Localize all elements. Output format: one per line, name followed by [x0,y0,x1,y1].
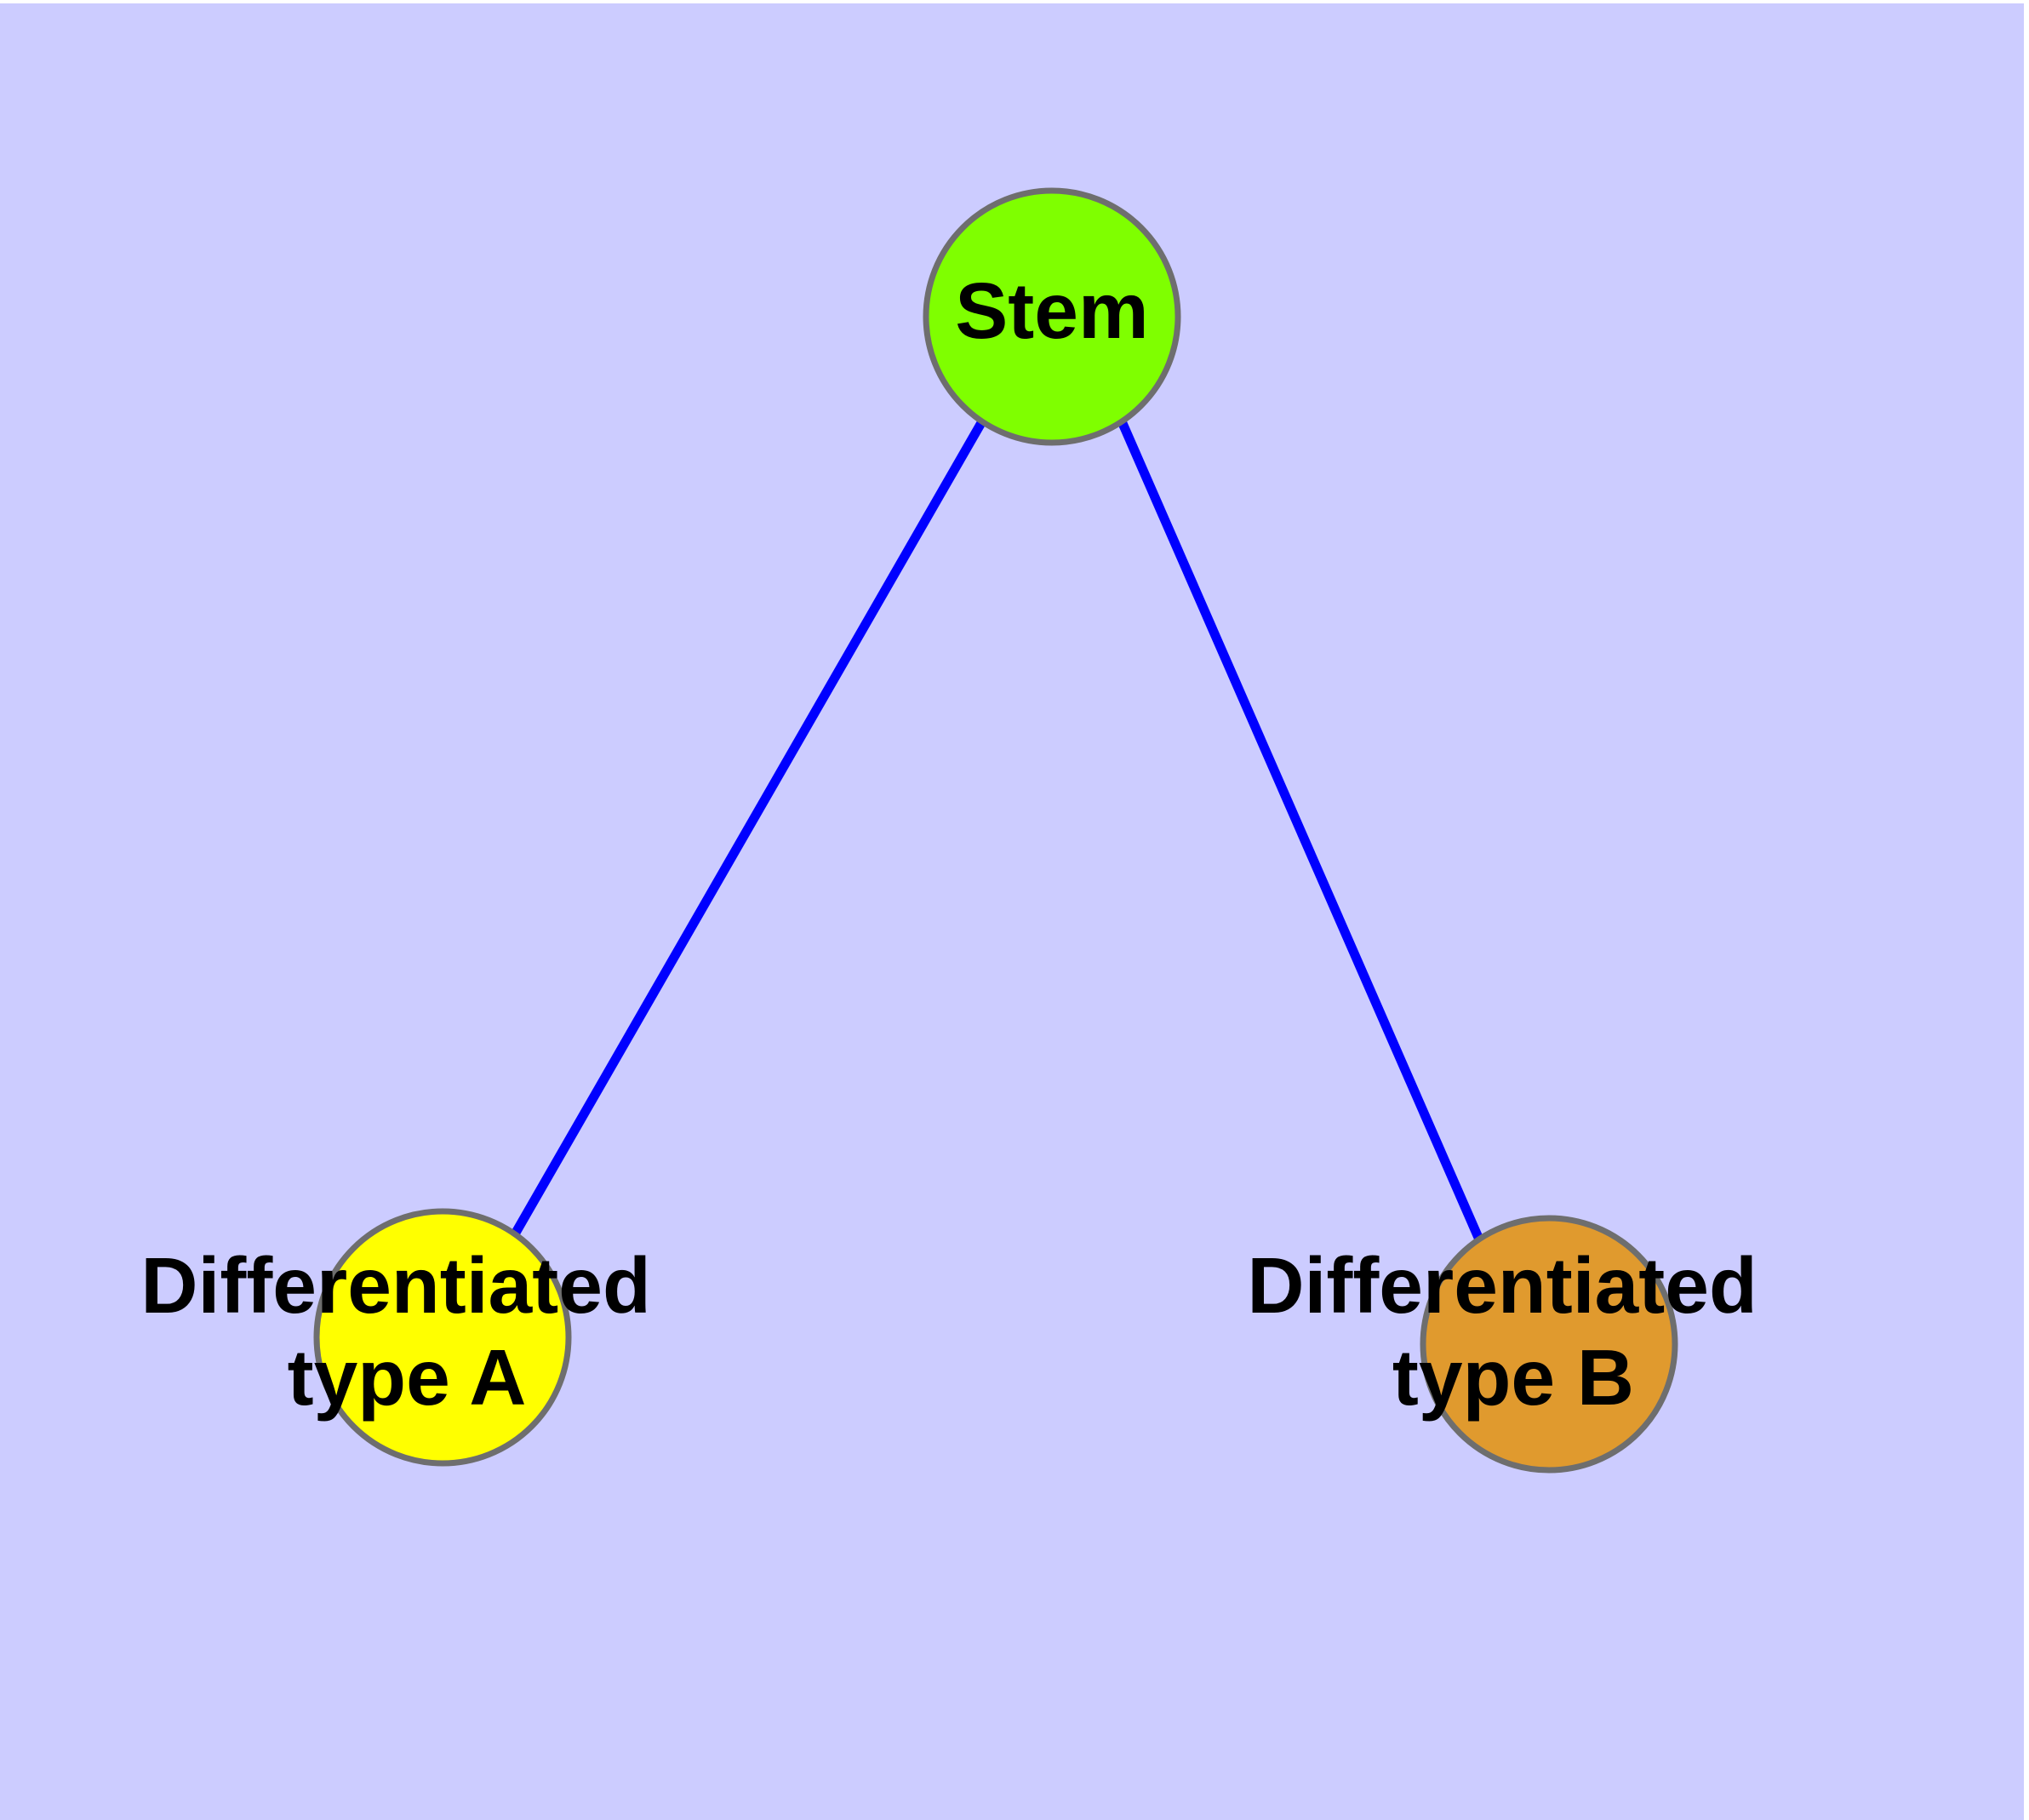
node-layer: Stem Differentiated type A Differentiate… [140,187,1779,1474]
edge-stem-to-diff-b[interactable] [1117,419,1484,1242]
node-differentiated-type-a-label-line-2: type A [288,1333,527,1422]
node-differentiated-type-b-label: Differentiated type B [1247,1241,1779,1422]
cell-differentiation-graph: Stem Differentiated type A Differentiate… [140,187,1779,1474]
node-differentiated-type-b-label-line-2: type B [1392,1333,1634,1422]
node-differentiated-type-a[interactable]: Differentiated type A [140,1208,672,1467]
node-differentiated-type-b[interactable]: Differentiated type B [1247,1215,1779,1474]
node-stem-label: Stem [955,266,1148,355]
node-differentiated-type-a-circle[interactable] [313,1208,572,1467]
node-stem-label-line-1: Stem [955,266,1148,355]
edge-layer [512,419,1484,1242]
node-differentiated-type-b-circle[interactable] [1420,1215,1678,1474]
node-differentiated-type-a-label: Differentiated type A [140,1241,672,1422]
diagram-plot-area: Stem Differentiated type A Differentiate… [0,3,2024,1820]
node-stem-circle[interactable] [923,187,1181,446]
node-stem[interactable]: Stem [923,187,1181,446]
node-differentiated-type-b-label-line-1: Differentiated [1247,1241,1757,1330]
node-differentiated-type-a-label-line-1: Differentiated [140,1241,650,1330]
edge-stem-to-diff-a[interactable] [512,419,986,1235]
